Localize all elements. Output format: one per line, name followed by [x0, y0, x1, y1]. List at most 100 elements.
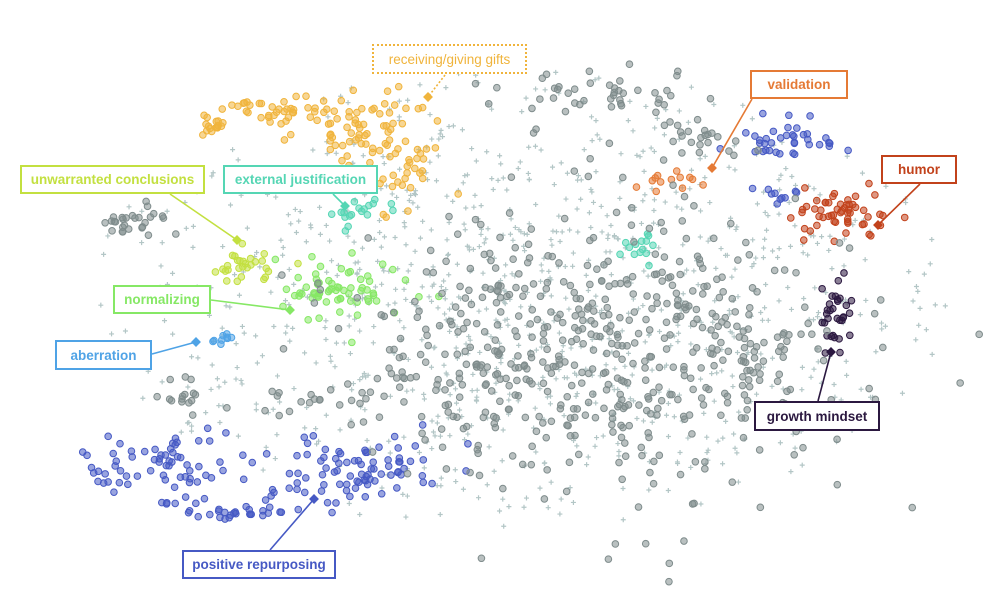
- data-point: [362, 140, 370, 148]
- data-point: [380, 100, 389, 108]
- data-point: [601, 295, 610, 304]
- data-point: [649, 241, 657, 250]
- data-point: [764, 185, 773, 194]
- data-point: [406, 373, 415, 382]
- data-point: [570, 323, 579, 332]
- data-point: [521, 413, 530, 422]
- cross-point: [421, 465, 427, 471]
- data-point: [234, 102, 242, 111]
- cross-point: [566, 306, 572, 312]
- cross-point: [234, 365, 240, 371]
- cross-point: [750, 237, 756, 243]
- data-point: [361, 131, 369, 140]
- data-point: [666, 390, 674, 399]
- cross-point: [600, 433, 606, 439]
- data-point: [669, 137, 677, 146]
- cross-point: [829, 266, 835, 272]
- data-point: [493, 321, 502, 329]
- data-point: [496, 293, 505, 302]
- cross-point: [259, 353, 265, 359]
- cross-point: [544, 394, 550, 400]
- cross-point: [436, 136, 442, 142]
- data-point: [870, 309, 879, 318]
- cluster-humor: [786, 179, 909, 246]
- data-point: [215, 505, 223, 514]
- cross-point: [658, 307, 664, 313]
- cross-point: [460, 486, 466, 492]
- cross-point: [501, 523, 507, 529]
- cross-point: [361, 370, 367, 376]
- data-point: [791, 194, 800, 203]
- cross-point: [749, 264, 755, 270]
- cross-point: [734, 350, 740, 356]
- cross-point: [591, 199, 597, 205]
- data-point: [326, 137, 334, 145]
- cross-point: [437, 512, 443, 518]
- data-point: [780, 329, 788, 337]
- cross-point: [617, 179, 623, 185]
- cross-point: [317, 231, 323, 237]
- data-point: [653, 299, 661, 308]
- data-point: [346, 492, 354, 501]
- cross-point: [712, 298, 718, 304]
- data-point: [680, 371, 689, 380]
- cluster-aberration: [209, 330, 236, 348]
- cross-point: [698, 319, 704, 325]
- cross-point: [497, 340, 503, 346]
- data-point: [635, 401, 643, 409]
- data-point: [819, 356, 828, 365]
- data-point: [348, 249, 356, 257]
- data-point: [300, 488, 309, 497]
- data-point: [418, 429, 426, 438]
- cross-point: [841, 263, 847, 269]
- cross-point: [702, 175, 708, 181]
- cross-point: [720, 461, 726, 467]
- cross-point: [462, 173, 468, 179]
- cross-point: [705, 238, 711, 244]
- data-point: [210, 336, 218, 345]
- data-point: [684, 127, 693, 136]
- cross-point: [735, 479, 741, 485]
- data-point: [472, 319, 481, 328]
- cross-point: [620, 486, 626, 492]
- data-point: [823, 327, 831, 335]
- cross-point: [651, 148, 657, 154]
- data-point: [630, 308, 639, 316]
- cross-point: [438, 475, 444, 481]
- data-point: [879, 343, 887, 352]
- cross-point: [140, 395, 146, 401]
- cross-point: [429, 298, 435, 304]
- cross-point: [440, 134, 446, 140]
- cross-point: [304, 405, 310, 411]
- cross-point: [332, 364, 338, 370]
- cross-point: [826, 247, 832, 253]
- data-point: [615, 86, 623, 95]
- cross-point: [539, 268, 545, 274]
- cross-point: [459, 127, 465, 133]
- cross-point: [433, 178, 439, 184]
- data-point: [310, 299, 319, 307]
- data-point: [867, 231, 875, 240]
- data-point: [343, 123, 351, 132]
- data-point: [127, 447, 136, 455]
- data-point: [579, 339, 587, 348]
- cross-point: [434, 420, 440, 426]
- data-point: [687, 138, 696, 147]
- data-point: [494, 351, 503, 359]
- cross-point: [758, 310, 764, 316]
- leader-line-growth: [817, 351, 832, 402]
- data-point: [616, 250, 624, 259]
- data-point: [483, 343, 492, 352]
- cross-point: [754, 201, 760, 207]
- data-point: [380, 392, 388, 401]
- data-point: [285, 469, 294, 478]
- cross-point: [506, 504, 512, 510]
- cross-point: [734, 450, 740, 456]
- cross-point: [927, 261, 933, 267]
- cross-point: [486, 444, 492, 450]
- cross-point: [549, 242, 555, 248]
- data-point: [678, 184, 687, 192]
- data-point: [367, 465, 376, 473]
- cross-point: [676, 330, 682, 336]
- data-point: [604, 257, 612, 266]
